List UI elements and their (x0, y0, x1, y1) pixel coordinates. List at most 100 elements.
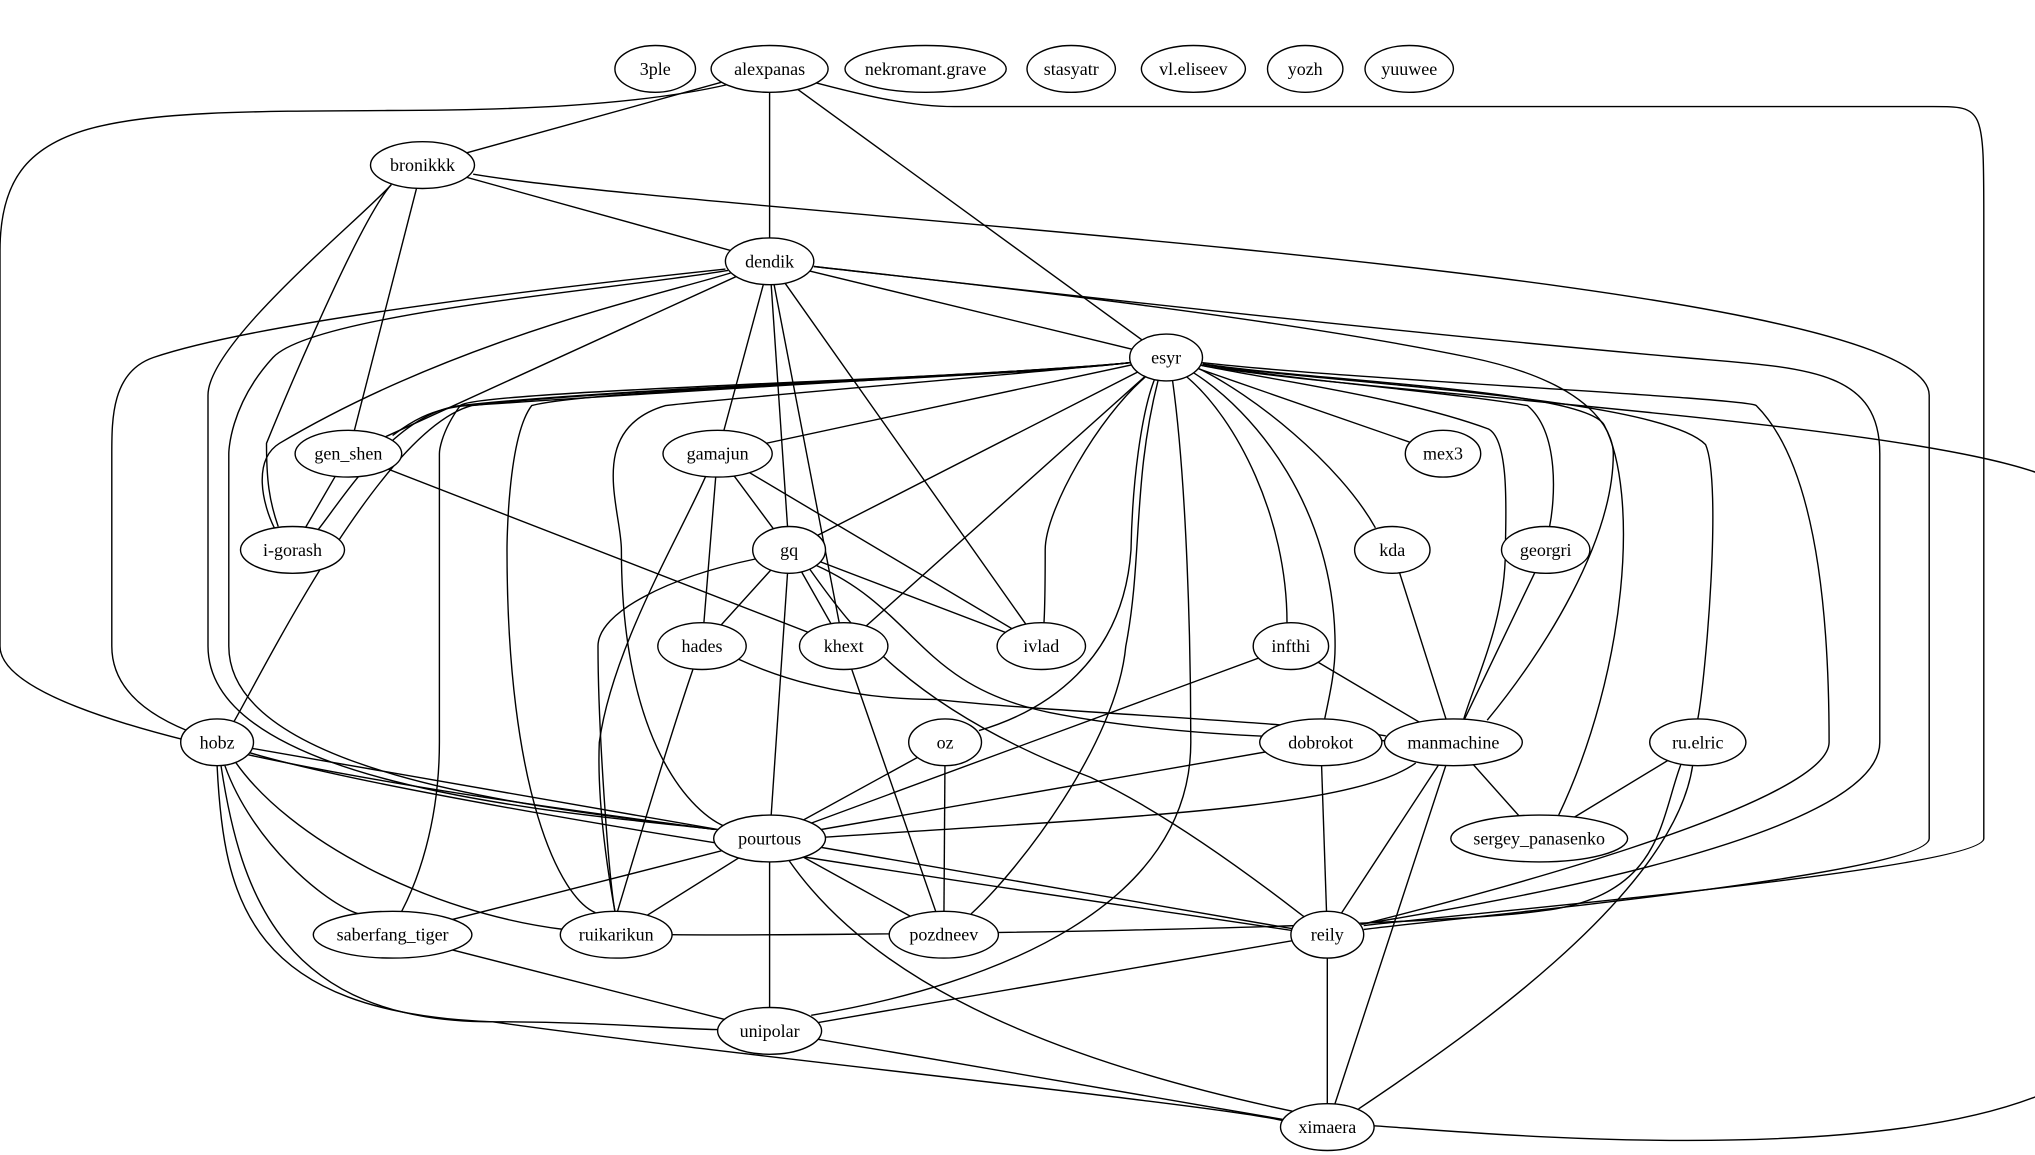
node-nekromant-grave: nekromant.grave (844, 44, 1007, 93)
node-label: i-gorash (263, 540, 322, 560)
node-label: ximaera (1298, 1117, 1356, 1137)
node-ellipse (239, 525, 346, 574)
edge-dendik-ivlad (769, 260, 1042, 647)
node-pourtous: pourtous (712, 814, 827, 863)
node-manmachine: manmachine (1383, 718, 1524, 767)
edge-ru.elric-ximaera (1358, 765, 1694, 1110)
node-esyr: esyr (1128, 333, 1204, 382)
node-label: vl.eliseev (1159, 59, 1227, 79)
edge-esyr-oz (978, 379, 1156, 732)
node-label: oz (937, 732, 954, 752)
node-ivlad: ivlad (996, 621, 1087, 671)
node-label: esyr (1151, 348, 1181, 368)
node-label: gen_shen (314, 444, 382, 464)
node-yozh: yozh (1266, 44, 1344, 93)
node-dobrokot: dobrokot (1259, 718, 1383, 767)
node-label: infthi (1271, 636, 1310, 656)
node-ruikarikun: ruikarikun (559, 910, 673, 959)
node-ellipse (844, 44, 1007, 93)
node-ellipse (1252, 621, 1330, 671)
node-ellipse (1649, 718, 1747, 767)
edge-unipolar-ximaera (769, 1030, 1328, 1128)
node-vl-eliseev: vl.eliseev (1140, 44, 1247, 93)
node-i-gorash: i-gorash (239, 525, 346, 574)
node-label: gamajun (687, 444, 749, 464)
edge-hobz-saberfang_tiger (224, 765, 360, 915)
edge-dendik-gamajun (716, 261, 771, 454)
node-ellipse (1140, 44, 1247, 93)
edge-dobrokot-reily (1320, 742, 1328, 935)
edge-oz-pozdneev (943, 742, 946, 935)
node-label: yozh (1288, 59, 1323, 79)
edge-esyr-dobrokot (1191, 371, 1336, 720)
node-label: bronikkk (390, 155, 455, 175)
edge-gen_shen-khext (348, 453, 844, 647)
node-ellipse (1404, 429, 1482, 478)
node-ellipse (712, 814, 827, 863)
node-ellipse (996, 621, 1087, 671)
node-sergey-panasenko: sergey_panasenko (1450, 814, 1629, 863)
node-label: pozdneev (909, 925, 978, 945)
edge-esyr-gq (788, 356, 1167, 551)
node-gq: gq (751, 525, 827, 574)
edge-georgri-manmachine (1452, 549, 1547, 743)
node-label: 3ple (640, 59, 671, 79)
edge-hobz-ximaera (216, 765, 1284, 1122)
node-ximaera: ximaera (1279, 1102, 1375, 1152)
edge-esyr-manmachine (1201, 364, 1507, 720)
edge-gamajun-ruikarikun (598, 475, 707, 912)
edge-gq-reily (809, 568, 1305, 918)
node-label: hobz (200, 732, 235, 752)
edge-gq-ruikarikun (597, 558, 756, 912)
node-ellipse (180, 718, 255, 767)
node-alexpanas: alexpanas (710, 44, 829, 93)
node-label: mex3 (1423, 444, 1463, 464)
node-saberfang-tiger: saberfang_tiger (312, 910, 473, 959)
node-ellipse (1128, 333, 1204, 382)
node-ru-elric: ru.elric (1649, 718, 1747, 767)
node-mex3: mex3 (1404, 429, 1482, 478)
node-ellipse (724, 237, 815, 286)
node-label: unipolar (740, 1021, 800, 1041)
node-hobz: hobz (180, 718, 255, 767)
edge-gamajun-ivlad (717, 453, 1042, 647)
node-infthi: infthi (1252, 621, 1330, 671)
node-oz: oz (907, 718, 983, 767)
node-ellipse (1279, 1102, 1375, 1152)
node-ellipse (1500, 525, 1591, 574)
node-label: ru.elric (1672, 732, 1723, 752)
edge-esyr-ruikarikun (506, 362, 1130, 914)
edge-esyr-ximaera (1201, 364, 2035, 1142)
edge-bronikkk-gen_shen (347, 164, 424, 454)
node-pozdneev: pozdneev (888, 910, 1000, 959)
node-ellipse (907, 718, 983, 767)
edge-dendik-esyr (769, 260, 1167, 359)
edge-reily-unipolar (769, 934, 1328, 1032)
node-ellipse (614, 44, 697, 93)
node-khext: khext (798, 621, 889, 671)
edge-dendik-pourtous (228, 269, 729, 831)
edge-esyr-sergey_panasenko (1202, 363, 1625, 816)
edge-hades-ruikarikun (616, 669, 694, 912)
node-georgri: georgri (1500, 525, 1591, 574)
node-label: reily (1311, 925, 1344, 945)
node-label: saberfang_tiger (337, 925, 449, 945)
node-ellipse (751, 525, 827, 574)
edge-alexpanas-esyr (769, 68, 1167, 359)
edge-pourtous-saberfang_tiger (392, 837, 770, 936)
edge-bronikkk-reily (473, 173, 1930, 931)
edge-pourtous-ximaera (788, 860, 1301, 1114)
node-bronikkk: bronikkk (369, 141, 476, 190)
edge-manmachine-pourtous (824, 762, 1417, 838)
node-ellipse (1383, 718, 1524, 767)
edge-dendik-khext (768, 261, 845, 647)
edge-hobz-unipolar (220, 765, 718, 1031)
edge-khext-pozdneev (843, 645, 945, 935)
node-ellipse (369, 141, 476, 190)
node-label: yuuwee (1381, 59, 1437, 79)
node-ellipse (1364, 44, 1455, 93)
node-ellipse (559, 910, 673, 959)
edge-esyr-infthi (1186, 376, 1288, 623)
node-gamajun: gamajun (662, 429, 773, 478)
